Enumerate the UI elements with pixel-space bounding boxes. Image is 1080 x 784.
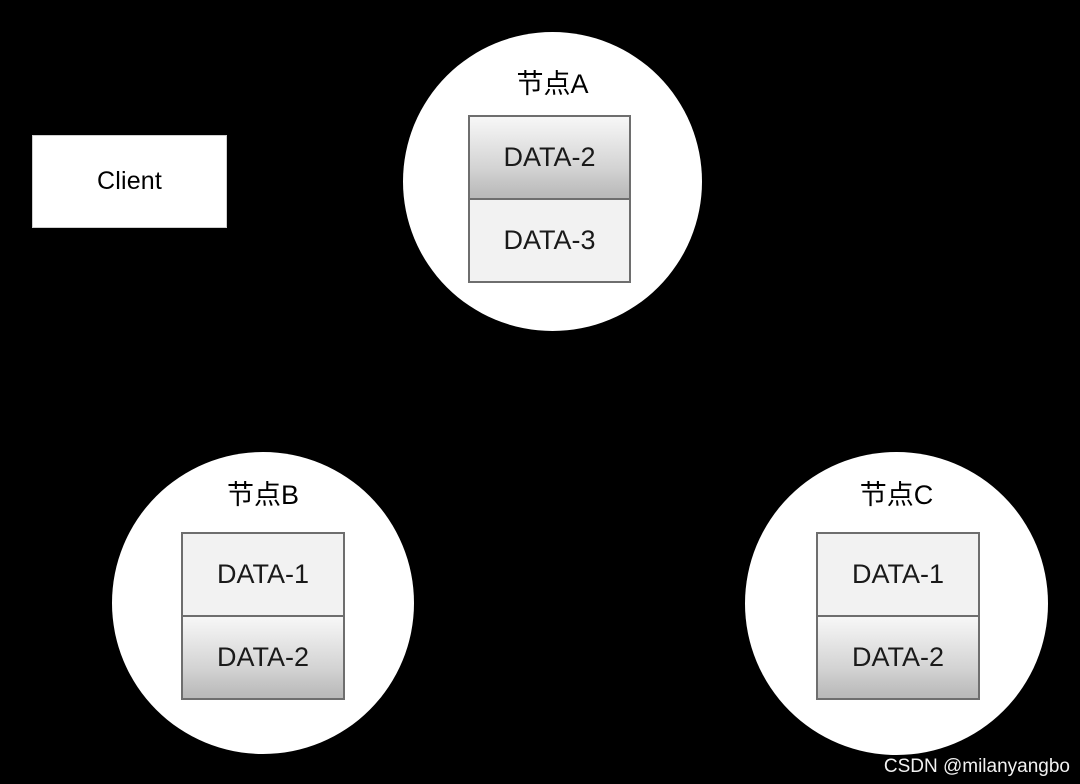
- watermark-text: CSDN @milanyangbo: [883, 756, 1070, 777]
- node-a-data-stack: DATA-2 DATA-3: [468, 115, 631, 283]
- client-label: Client: [96, 167, 163, 195]
- node-b-data-cell-1[interactable]: DATA-2: [183, 615, 343, 698]
- node-c-data-cell-1[interactable]: DATA-2: [818, 615, 978, 698]
- node-c-circle[interactable]: 节点C DATA-1 DATA-2: [745, 452, 1048, 755]
- node-a-title: 节点A: [516, 69, 589, 99]
- node-c-data-stack: DATA-1 DATA-2: [816, 532, 980, 700]
- node-a-data-cell-1[interactable]: DATA-3: [470, 198, 629, 281]
- node-b-data-cell-0[interactable]: DATA-1: [183, 534, 343, 615]
- node-b-data-stack: DATA-1 DATA-2: [181, 532, 345, 700]
- node-c-data-cell-0[interactable]: DATA-1: [818, 534, 978, 615]
- node-b-title: 节点B: [226, 480, 299, 510]
- node-c-title: 节点C: [859, 480, 934, 510]
- node-a-data-cell-0[interactable]: DATA-2: [470, 117, 629, 198]
- node-a-circle[interactable]: 节点A DATA-2 DATA-3: [403, 32, 702, 331]
- node-b-circle[interactable]: 节点B DATA-1 DATA-2: [112, 452, 414, 754]
- client-box[interactable]: Client: [32, 135, 227, 228]
